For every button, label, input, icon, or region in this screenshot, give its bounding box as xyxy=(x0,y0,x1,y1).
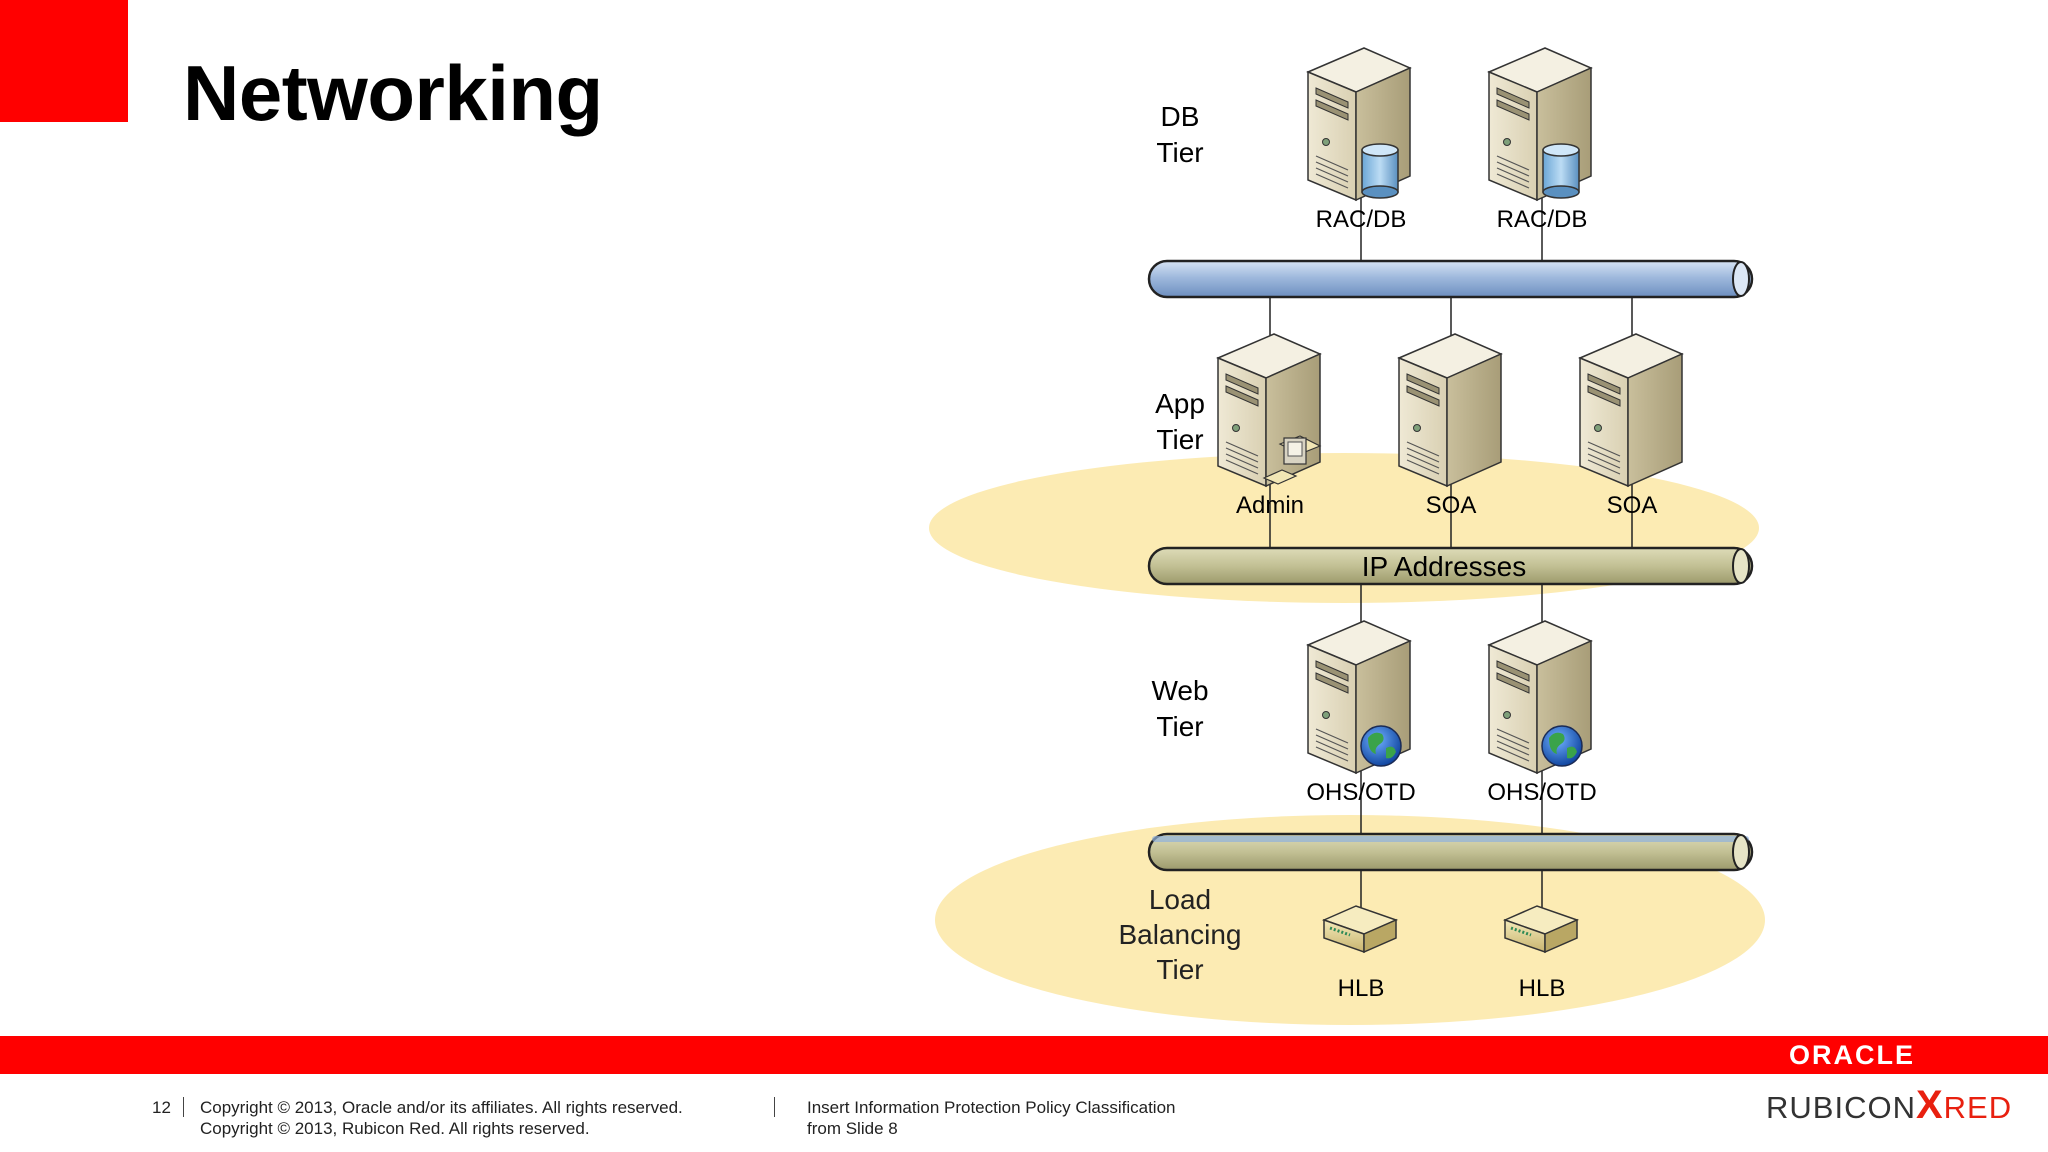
slide-title: Networking xyxy=(183,49,603,137)
server-icon xyxy=(1579,333,1683,487)
footer-red-bar xyxy=(0,1036,2048,1074)
copyright-line-rubicon: Copyright © 2013, Rubicon Red. All right… xyxy=(200,1119,590,1138)
server-icon xyxy=(1488,47,1592,201)
server-icon xyxy=(1488,620,1592,774)
node-label-db1: RAC/DB xyxy=(1316,206,1407,233)
rubicon-red-logo: RUBICONXRED xyxy=(1766,1083,2012,1128)
bus-label-ip-addresses: IP Addresses xyxy=(1362,551,1526,582)
node-label-db2: RAC/DB xyxy=(1497,206,1588,233)
globe-icon xyxy=(1541,725,1583,767)
copyright-line-oracle: Copyright © 2013, Oracle and/or its affi… xyxy=(200,1098,683,1117)
tier-label-load-balancing: Load Balancing Tier xyxy=(1119,884,1242,985)
tier-label-line: Web xyxy=(1151,675,1208,706)
policy-line: from Slide 8 xyxy=(807,1119,898,1138)
tier-label-line: App xyxy=(1155,388,1205,419)
node-label-hlb1: HLB xyxy=(1338,975,1385,1002)
brand-square xyxy=(0,0,128,122)
node-label-app2: SOA xyxy=(1426,492,1477,519)
node-label-web1: OHS/OTD xyxy=(1306,779,1415,806)
tier-label-line: Tier xyxy=(1156,137,1203,168)
web-bus xyxy=(1147,832,1754,872)
ip-addresses-bus xyxy=(1147,546,1754,586)
tier-label-web: Web Tier xyxy=(1151,675,1208,742)
globe-icon xyxy=(1360,725,1402,767)
database-icon xyxy=(1361,143,1399,199)
logo-x-icon: X xyxy=(1915,1083,1944,1127)
policy-line: Insert Information Protection Policy Cla… xyxy=(807,1098,1176,1117)
footer-divider xyxy=(774,1097,775,1117)
tier-label-db: DB Tier xyxy=(1156,101,1203,168)
tier-label-line: Tier xyxy=(1156,711,1203,742)
server-icon xyxy=(1217,333,1322,487)
server-icon xyxy=(1398,333,1502,487)
node-label-hlb2: HLB xyxy=(1519,975,1566,1002)
admin-console-icon xyxy=(1262,435,1322,485)
tier-label-line: Tier xyxy=(1156,424,1203,455)
database-icon xyxy=(1542,143,1580,199)
policy-classification: Insert Information Protection Policy Cla… xyxy=(807,1097,1176,1139)
tier-label-line: Load xyxy=(1149,884,1211,915)
footer-divider xyxy=(183,1097,184,1117)
server-icon xyxy=(1307,47,1411,201)
logo-text-rubicon: RUBICON xyxy=(1766,1090,1916,1125)
tier-label-line: DB xyxy=(1161,101,1200,132)
tier-label-line: Tier xyxy=(1156,954,1203,985)
logo-text-red: RED xyxy=(1943,1090,2013,1125)
node-label-web2: OHS/OTD xyxy=(1487,779,1596,806)
node-label-app1: Admin xyxy=(1236,492,1304,519)
copyright-text: Copyright © 2013, Oracle and/or its affi… xyxy=(200,1097,683,1139)
db-bus xyxy=(1147,259,1754,299)
server-icon xyxy=(1307,620,1411,774)
tier-label-app: App Tier xyxy=(1155,388,1205,455)
oracle-logo: ORACLE xyxy=(1789,1040,1915,1070)
page-number: 12 xyxy=(152,1098,171,1117)
node-label-app3: SOA xyxy=(1607,492,1658,519)
tier-label-line: Balancing xyxy=(1119,919,1242,950)
